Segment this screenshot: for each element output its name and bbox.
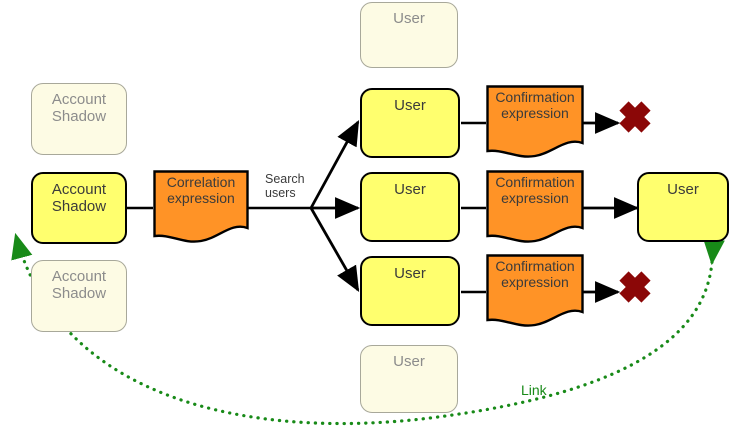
link-dotted-curve <box>11 232 725 426</box>
node-label: Confirmation expression <box>495 174 575 206</box>
node-user-three[interactable]: User <box>360 256 460 326</box>
node-label: Correlation expression <box>166 174 236 206</box>
node-correlation-expression[interactable]: Correlation expression <box>153 170 249 245</box>
node-account-shadow-top[interactable]: Account Shadow <box>31 83 127 155</box>
document-shape <box>486 254 584 327</box>
document-shape <box>153 170 249 243</box>
node-label: Confirmation expression <box>495 89 575 121</box>
node-account-shadow-bottom[interactable]: Account Shadow <box>31 260 127 332</box>
node-user-result[interactable]: User <box>637 172 729 242</box>
node-label: Confirmation expression <box>495 258 575 290</box>
document-shape <box>486 170 584 243</box>
node-user-two[interactable]: User <box>360 172 460 242</box>
node-user-one[interactable]: User <box>360 88 460 158</box>
edge-label-link: Link <box>521 382 547 398</box>
reject-cross-one <box>619 101 651 133</box>
connector-junction-to-user-one <box>309 120 360 209</box>
node-user-ghost-top[interactable]: User <box>360 2 458 68</box>
edge-label-search-users: Search users <box>265 172 305 201</box>
node-account-shadow-main[interactable]: Account Shadow <box>31 172 127 244</box>
node-confirmation-expression-one[interactable]: Confirmation expression <box>486 85 584 160</box>
node-confirmation-expression-three[interactable]: Confirmation expression <box>486 254 584 329</box>
node-confirmation-expression-two[interactable]: Confirmation expression <box>486 170 584 245</box>
reject-cross-three <box>619 271 651 303</box>
document-shape <box>486 85 584 158</box>
connector-junction-to-user-three <box>309 207 360 292</box>
node-user-ghost-bottom[interactable]: User <box>360 345 458 413</box>
